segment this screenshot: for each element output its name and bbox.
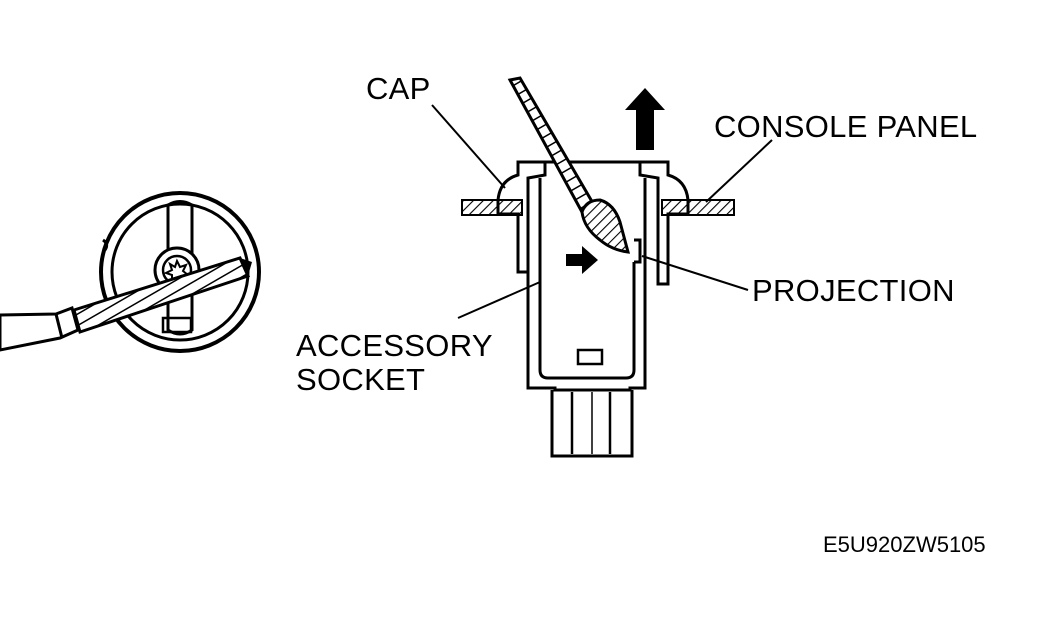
label-cap: CAP <box>366 71 431 106</box>
rim-notch <box>102 238 109 251</box>
leader-console-panel <box>705 139 773 203</box>
console-panel-right <box>661 199 735 216</box>
socket-outer-rim <box>99 191 261 353</box>
cap-left <box>496 160 547 274</box>
center-contact <box>576 348 604 366</box>
up-arrow-icon <box>625 88 665 150</box>
projection-tab <box>634 238 642 264</box>
label-projection: PROJECTION <box>752 273 955 308</box>
leader-lines <box>431 104 773 319</box>
console-panel-left <box>461 199 523 216</box>
label-accessory: ACCESSORY <box>296 328 493 363</box>
label-socket: SOCKET <box>296 362 426 397</box>
figure-code: E5U920ZW5105 <box>823 532 986 557</box>
bottom-contact <box>161 316 193 334</box>
screwdriver-left <box>0 256 252 352</box>
leader-projection <box>641 255 749 291</box>
socket-body <box>526 178 647 392</box>
screwdriver-center <box>507 76 631 254</box>
cap-right <box>638 160 690 286</box>
leader-cap <box>431 104 506 189</box>
push-arrow-icon <box>566 246 598 274</box>
socket-cross-section <box>496 160 690 458</box>
terminal-housing <box>550 390 634 458</box>
screwdriver-tip <box>580 198 631 254</box>
label-console-panel: CONSOLE PANEL <box>714 109 978 144</box>
leader-accessory-socket <box>457 281 541 319</box>
